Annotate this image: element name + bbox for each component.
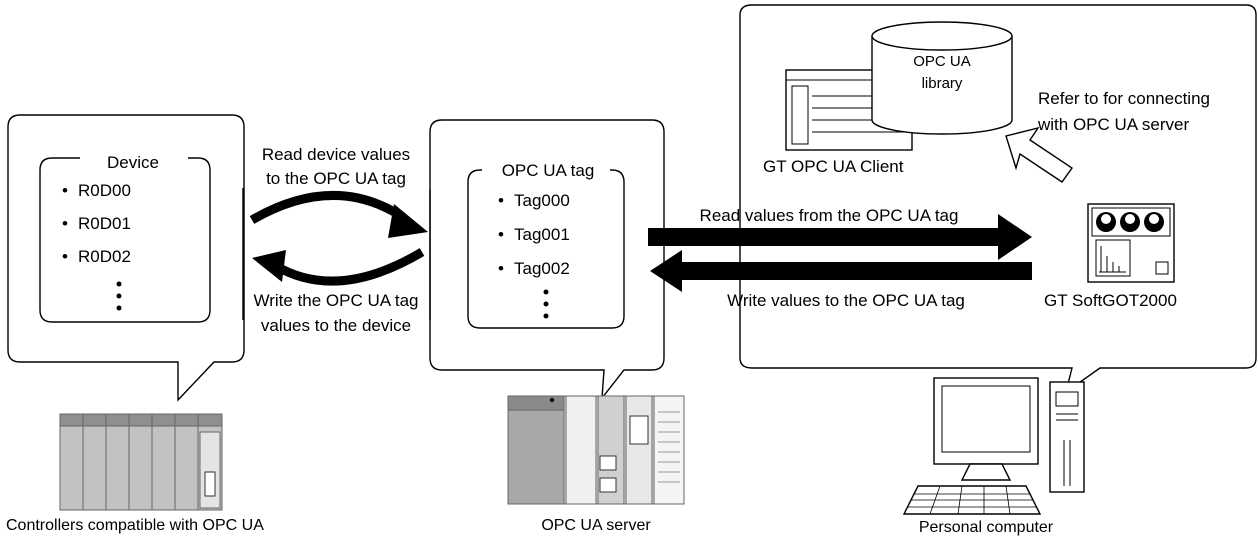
server-caption: OPC UA server <box>541 517 651 534</box>
controllers-hardware <box>59 413 223 511</box>
write-device-label-2: values to the device <box>261 316 411 335</box>
server-hardware <box>507 395 685 505</box>
read-device-label-2: to the OPC UA tag <box>266 169 406 188</box>
gt-softgot2000-icon <box>1087 203 1175 283</box>
refer-hollow-arrow <box>1005 126 1073 183</box>
controllers-caption: Controllers compatible with OPC UA <box>6 517 264 534</box>
device-bullet: • <box>62 247 68 266</box>
device-group-label: Device <box>107 153 159 172</box>
tag-list: • Tag000 • Tag001 • Tag002 <box>498 191 570 278</box>
device-item: R0D00 <box>78 181 131 200</box>
write-device-arrow <box>273 248 425 286</box>
read-tag-arrow <box>648 214 1032 260</box>
refer-label-2: with OPC UA server <box>1037 115 1189 134</box>
read-device-label-1: Read device values <box>262 145 410 164</box>
personal-computer-icon <box>902 377 1085 515</box>
read-tag-label: Read values from the OPC UA tag <box>700 206 959 225</box>
device-item: R0D02 <box>78 247 131 266</box>
device-more-dots <box>116 281 122 311</box>
tag-bullet: • <box>498 191 504 210</box>
pc-caption: Personal computer <box>919 519 1054 536</box>
write-device-label-1: Write the OPC UA tag <box>253 291 418 310</box>
tag-bullet: • <box>498 225 504 244</box>
device-list: • R0D00 • R0D01 • R0D02 <box>62 181 131 266</box>
tag-more-dots <box>543 289 549 319</box>
write-tag-arrow <box>650 250 1032 292</box>
server-callout: OPC UA tag • Tag000 • Tag001 • Tag002 <box>429 119 665 401</box>
tag-exchange-arrows: Read values from the OPC UA tag Write va… <box>648 206 1032 310</box>
softgot-label: GT SoftGOT2000 <box>1044 291 1177 310</box>
tag-item: Tag001 <box>514 225 570 244</box>
library-label-2: library <box>922 75 963 92</box>
opc-ua-library-cylinder: OPC UA library <box>871 21 1013 135</box>
client-label: GT OPC UA Client <box>763 157 904 176</box>
tag-item: Tag000 <box>514 191 570 210</box>
device-bullet: • <box>62 214 68 233</box>
tag-group-label: OPC UA tag <box>502 161 595 180</box>
device-exchange-arrows: Read device values to the OPC UA tag Wri… <box>242 145 431 335</box>
tag-bullet: • <box>498 259 504 278</box>
write-tag-label: Write values to the OPC UA tag <box>727 291 965 310</box>
tag-item: Tag002 <box>514 259 570 278</box>
device-item: R0D01 <box>78 214 131 233</box>
read-device-arrow <box>249 191 407 224</box>
library-label-1: OPC UA <box>913 53 971 70</box>
refer-label-1: Refer to for connecting <box>1038 89 1210 108</box>
controller-callout: Device • R0D00 • R0D01 • R0D02 <box>7 114 245 402</box>
device-bullet: • <box>62 181 68 200</box>
